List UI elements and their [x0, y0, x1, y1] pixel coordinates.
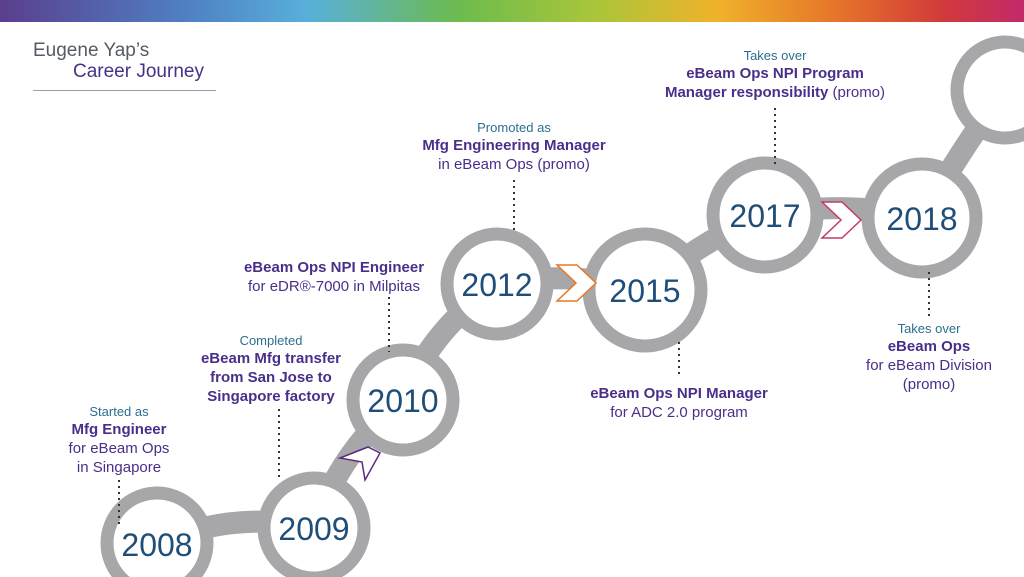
label-detail: in eBeam Ops (promo): [438, 156, 590, 173]
milestone-label-2018: Takes over eBeam Ops for eBeam Division …: [854, 321, 1004, 394]
label-role: eBeam Ops NPI Program: [686, 65, 864, 82]
label-role-3: Singapore factory: [207, 388, 335, 405]
label-role: Mfg Engineering Manager: [422, 137, 606, 154]
leader-lines: [118, 108, 930, 526]
title-subtitle: Career Journey: [73, 61, 204, 82]
milestone-label-2010: eBeam Ops NPI Engineer for eDR®-7000 in …: [228, 258, 440, 296]
milestone-label-2008: Started as Mfg Engineer for eBeam Ops in…: [44, 404, 194, 477]
label-role: eBeam Mfg transfer: [200, 350, 342, 367]
milestone-label-2009: Completed eBeam Mfg transfer from San Jo…: [186, 333, 356, 406]
ring-2010: [346, 343, 460, 457]
year-2017: 2017: [729, 198, 800, 234]
label-detail: for eBeam Division: [866, 357, 992, 374]
label-pre: Takes over: [897, 321, 961, 336]
arrow-purple-icon: [337, 446, 382, 483]
milestone-rings: [100, 35, 1024, 577]
milestone-label-2012: Promoted as Mfg Engineering Manager in e…: [404, 120, 624, 174]
label-role: eBeam Ops: [887, 338, 971, 355]
label-detail: (promo): [832, 84, 886, 101]
label-role: Mfg Engineer: [71, 421, 167, 438]
label-detail: for eBeam Ops: [68, 440, 170, 457]
arrow-orange-icon: [555, 264, 598, 302]
year-2009: 2009: [278, 511, 349, 547]
ring-next: [950, 35, 1024, 145]
title-underline: [33, 90, 216, 91]
label-role: eBeam Ops NPI Manager: [590, 385, 768, 402]
slide-title: Eugene Yap’s Career Journey: [33, 40, 216, 91]
label-pre: Completed: [239, 333, 303, 348]
top-gradient-bar: [0, 0, 1024, 22]
year-2012: 2012: [461, 267, 532, 303]
milestone-label-2017: Takes over eBeam Ops NPI Program Manager…: [640, 48, 910, 102]
year-2015: 2015: [609, 273, 680, 309]
label-role-2: from San Jose to: [210, 369, 332, 386]
label-role: eBeam Ops NPI Engineer: [243, 259, 425, 276]
ring-2008: [100, 486, 214, 577]
year-2010: 2010: [367, 383, 438, 419]
ring-2012: [440, 227, 554, 341]
ring-2009: [257, 471, 371, 577]
year-2008: 2008: [121, 527, 192, 563]
label-detail-2: (promo): [902, 376, 956, 393]
label-role-2: Manager responsibility: [664, 84, 829, 101]
title-name: Eugene Yap’s: [33, 40, 150, 61]
label-pre: Started as: [89, 404, 149, 419]
milestone-label-2015: eBeam Ops NPI Manager for ADC 2.0 progra…: [570, 384, 788, 422]
label-detail: for eDR®-7000 in Milpitas: [248, 278, 420, 295]
year-2018: 2018: [886, 201, 957, 237]
ring-2017: [706, 156, 824, 274]
ring-2018: [861, 157, 983, 279]
label-detail-2: in Singapore: [76, 459, 162, 476]
label-pre: Promoted as: [477, 120, 551, 135]
label-pre: Takes over: [743, 48, 807, 63]
label-detail: for ADC 2.0 program: [610, 404, 748, 421]
arrow-pink-icon: [820, 201, 863, 239]
